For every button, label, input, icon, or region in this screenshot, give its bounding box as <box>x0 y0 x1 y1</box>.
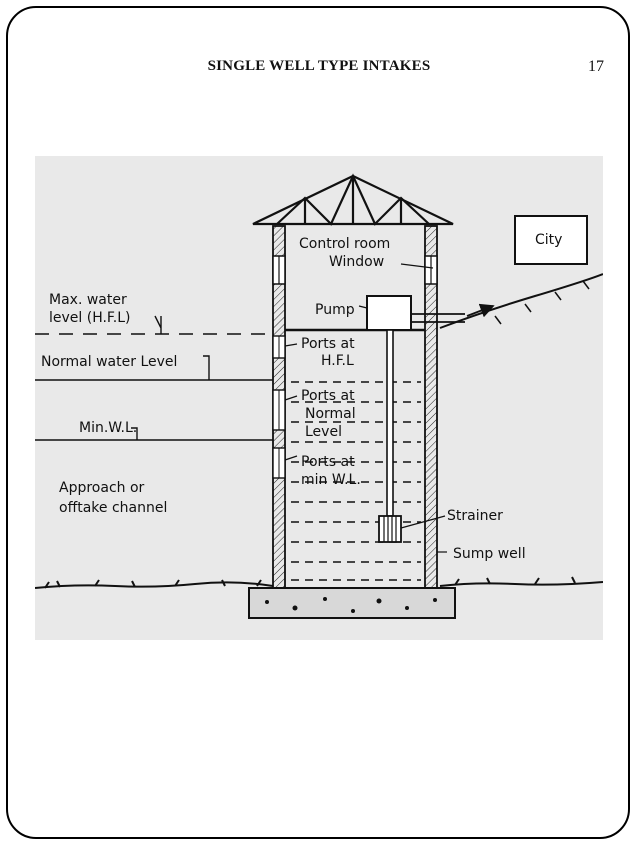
label-ports-normal-1: Ports at <box>301 388 355 404</box>
right-wall <box>424 225 438 589</box>
delivery-pipe <box>411 313 465 323</box>
foundation-slab <box>248 587 456 619</box>
label-approach-2: offtake channel <box>59 500 167 516</box>
label-ports-hfl-1: Ports at <box>301 336 355 352</box>
strainer <box>378 515 402 543</box>
label-ports-normal-3: Level <box>305 424 342 440</box>
label-sump-well: Sump well <box>453 546 526 562</box>
label-city: City <box>535 232 562 248</box>
ports-min <box>272 447 286 479</box>
label-max-water-level-2: level (H.F.L) <box>49 310 130 326</box>
ports-hfl <box>272 335 286 359</box>
label-control-room: Control room <box>299 236 390 252</box>
scan-background <box>35 156 603 640</box>
pump <box>366 295 412 331</box>
label-ports-hfl-2: H.F.L <box>321 353 354 369</box>
hill-profile <box>439 273 603 329</box>
label-ports-min-2: min W.L. <box>301 472 361 488</box>
label-max-water-level-1: Max. water <box>49 292 127 308</box>
label-pump: Pump <box>315 302 355 318</box>
slide-title: SINGLE WELL TYPE INTAKES <box>207 58 431 74</box>
label-min-wl: Min.W.L. <box>79 420 137 436</box>
label-normal-water-level: Normal water Level <box>41 354 177 370</box>
page-number: 17 <box>588 58 604 75</box>
label-strainer: Strainer <box>447 508 503 524</box>
water-inside-well <box>291 381 421 581</box>
label-ports-min-1: Ports at <box>301 454 355 470</box>
label-window: Window <box>329 254 384 270</box>
ports-normal <box>272 389 286 431</box>
suction-pipe <box>386 329 394 517</box>
label-ports-normal-2: Normal <box>305 406 356 422</box>
label-approach-1: Approach or <box>59 480 145 496</box>
roof-truss <box>252 173 454 226</box>
intake-diagram: Control room Window City Pump Max. water… <box>35 156 603 640</box>
city-box <box>514 215 588 265</box>
slide-frame <box>6 6 630 839</box>
ground-line <box>35 576 603 589</box>
